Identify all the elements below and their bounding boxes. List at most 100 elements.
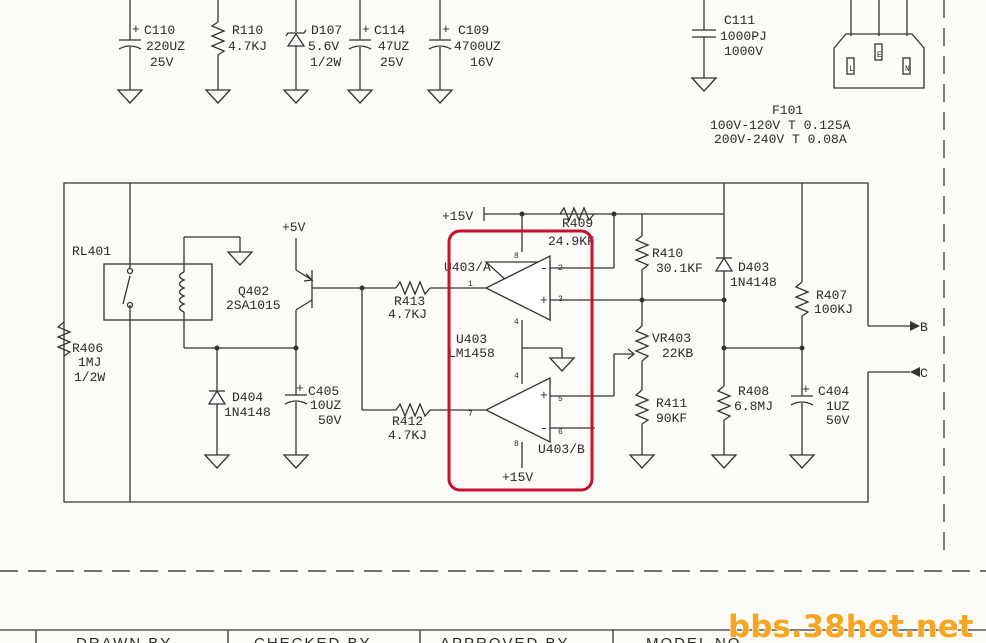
f101-rating-1: 100V-120V T 0.125A: [710, 118, 851, 133]
site-watermark: bbs.38hot.net: [728, 609, 974, 643]
d404-diode: D404 1N4148: [203, 348, 271, 469]
checked-by-label: CHECKED BY: [254, 635, 372, 643]
c405-ref: C405: [308, 384, 339, 399]
r409-value: 24.9KF: [548, 234, 595, 249]
c114-value: 47UZ: [378, 39, 409, 54]
c114-ref: C114: [374, 23, 405, 38]
d403-ref: D403: [738, 260, 769, 275]
plus15v-top-feed: +15V: [442, 207, 724, 252]
relay-control-circuit: R406 1MJ 1/2W RL401: [56, 182, 928, 503]
d107-rating: 1/2W: [310, 55, 341, 70]
u403-part: LM1458: [448, 346, 495, 361]
u403b-plus: +: [540, 388, 548, 403]
opamp-highlight-box: [447, 229, 594, 492]
c111-ref: C111: [724, 13, 755, 28]
u403a-label: U403/A: [444, 260, 491, 275]
r413-value: 4.7KJ: [388, 307, 427, 322]
r412-resistor: R412 4.7KJ: [388, 402, 486, 443]
r411-resistor: R411 90KF: [628, 389, 687, 469]
vr403-value: 22KB: [662, 346, 693, 361]
r408-ground-icon: [710, 454, 738, 469]
r406-ref: R406: [72, 341, 103, 356]
c404-rating: 50V: [826, 413, 850, 428]
c109-value: 4700UZ: [454, 39, 501, 54]
plus15v-top-label: +15V: [442, 209, 473, 224]
r110-value: 4.7KJ: [228, 39, 267, 54]
r410-value: 30.1KF: [656, 261, 703, 276]
u403b-pin5: 5: [558, 395, 563, 404]
c405-value: 10UZ: [310, 398, 341, 413]
c109-rating: 16V: [470, 55, 494, 70]
vr403-potentiometer: VR403 22KB: [634, 300, 693, 390]
q402-ref: Q402: [238, 284, 269, 299]
c114-plus: +: [362, 22, 370, 37]
r412-ref: R412: [392, 414, 423, 429]
socket-pin-n: N: [905, 65, 910, 74]
c405-plus: +: [296, 381, 304, 396]
d404-ref: D404: [232, 390, 263, 405]
r409-resistor: R409 24.9KF: [548, 206, 615, 269]
r413-resistor: R413 4.7KJ: [388, 280, 486, 322]
r408-resistor: R408 6.8MJ: [710, 384, 773, 469]
r411-ground-icon: [628, 454, 656, 469]
u403a-plus: +: [540, 293, 548, 308]
d404-ground-icon: [203, 454, 231, 469]
c109-ref: C109: [458, 23, 489, 38]
c110-capacitor: + C110 220UZ 25V: [116, 0, 185, 104]
c110-plus: +: [132, 22, 140, 37]
u403a-opamp: U403/A 8 2 3 1 4 - +: [444, 252, 724, 327]
q402-value: 2SA1015: [226, 298, 281, 313]
u403b-minus: -: [540, 421, 548, 436]
r409-ref: R409: [562, 216, 593, 231]
r407-ref: R407: [816, 288, 847, 303]
c405-capacitor: + C405 10UZ 50V: [282, 348, 342, 469]
u403b-pin4: 4: [514, 372, 519, 381]
c404-plus: +: [802, 382, 810, 397]
r110-ground-icon: [204, 89, 232, 104]
c110-value: 220UZ: [146, 39, 185, 54]
relay-ground-icon: [226, 251, 254, 266]
rl401-relay: RL401: [72, 236, 254, 348]
r110-resistor: R110 4.7KJ: [204, 0, 267, 104]
top-supply-section: + C110 220UZ 25V R110 4.7KJ D107 5.6V 1/…: [116, 0, 925, 147]
model-no-label: MODEL NO.: [646, 635, 748, 643]
circuit-outline: [63, 182, 869, 503]
d403-value: 1N4148: [730, 275, 777, 290]
r413-ref: R413: [394, 294, 425, 309]
c111-capacitor: C111 1000PJ 1000V: [690, 0, 767, 92]
u403-package: U403 LM1458: [448, 320, 576, 384]
d107-value: 5.6V: [308, 39, 339, 54]
c111-ground-icon: [690, 77, 718, 92]
r412-value: 4.7KJ: [388, 428, 427, 443]
u403a-pin4: 4: [514, 318, 519, 327]
u403a-pin2: 2: [558, 264, 563, 273]
c110-ref: C110: [144, 23, 175, 38]
drawn-by-label: DRAWN BY: [76, 635, 172, 643]
connector-b-label: B: [920, 320, 928, 335]
d107-ref: D107: [311, 23, 342, 38]
d107-zener: D107 5.6V 1/2W: [282, 0, 342, 104]
c404-ground-icon: [788, 454, 816, 469]
u403b-opamp: U403/B 4 5 6 7 8 + - +15V: [468, 348, 636, 485]
u403a-minus: -: [540, 261, 548, 276]
d107-ground-icon: [282, 89, 310, 104]
c404-value: 1UZ: [826, 399, 850, 414]
r408-ref: R408: [738, 384, 769, 399]
r411-ref: R411: [656, 396, 687, 411]
plus15v-bottom-label: +15V: [502, 470, 533, 485]
title-block: DRAWN BY CHECKED BY APPROVED BY MODEL NO…: [0, 629, 986, 643]
plus5v-label: +5V: [282, 220, 306, 235]
r406-resistor: R406 1MJ 1/2W: [56, 321, 105, 385]
socket-pin-e: E: [877, 51, 882, 60]
r410-ref: R410: [652, 246, 683, 261]
u403b-pin8: 8: [514, 440, 519, 449]
d404-value: 1N4148: [224, 405, 271, 420]
rl401-ref: RL401: [72, 244, 111, 259]
u403b-label: U403/B: [538, 442, 585, 457]
r408-value: 6.8MJ: [734, 399, 773, 414]
c114-capacitor: + C114 47UZ 25V: [346, 0, 409, 104]
u403-ref: U403: [456, 332, 487, 347]
c110-ground-icon: [116, 89, 144, 104]
socket-pin-l: L: [849, 65, 854, 74]
